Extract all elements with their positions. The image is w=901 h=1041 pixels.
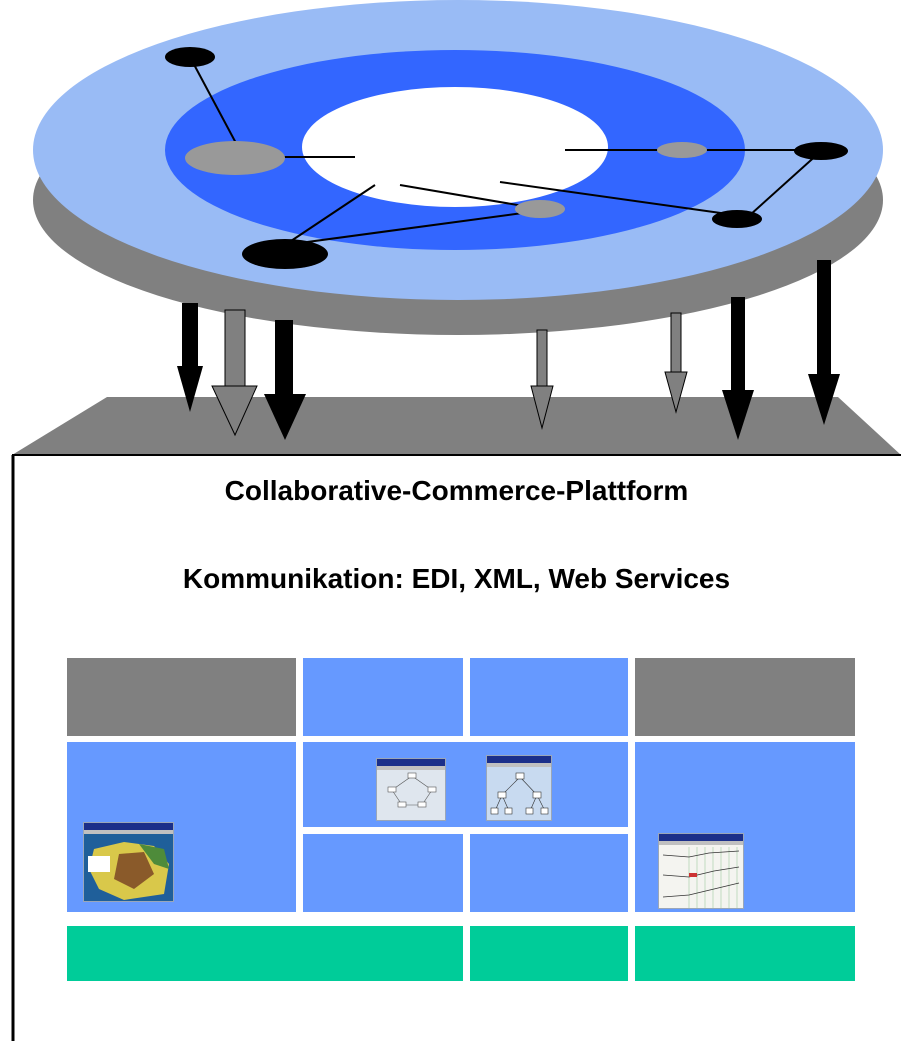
arrow-black-3 xyxy=(264,320,306,440)
arrow-gray-4 xyxy=(530,329,554,430)
block-blue-bottom-mid2 xyxy=(470,834,628,912)
link-bottom-node-up xyxy=(284,184,376,246)
node-black-bottom xyxy=(242,239,328,269)
block-blue-top-mid1 xyxy=(303,658,463,736)
platform-top xyxy=(12,397,901,455)
arrow-black-7 xyxy=(808,260,840,425)
node-gray-center xyxy=(515,200,565,218)
block-green-mid xyxy=(470,926,628,981)
arrows xyxy=(177,260,840,440)
platform-title: Collaborative-Commerce-Plattform xyxy=(224,475,689,506)
node-black-right xyxy=(794,142,848,160)
arrow-gray-2 xyxy=(211,309,258,437)
node-gray-left xyxy=(185,141,285,175)
node-black-topleft xyxy=(165,47,215,67)
arrow-black-1 xyxy=(177,303,203,412)
link-bottom-node-right xyxy=(284,211,531,246)
block-blue-top-mid2 xyxy=(470,658,628,736)
link-topleft-node xyxy=(189,56,238,146)
node-gray-right xyxy=(657,142,707,158)
tree-diagram-screenshot-icon xyxy=(486,755,552,821)
block-blue-bottom-mid1 xyxy=(303,834,463,912)
network-graph-screenshot-icon xyxy=(376,758,446,821)
platform-subtitle: Kommunikation: EDI, XML, Web Services xyxy=(182,563,731,594)
node-black-lower-right xyxy=(712,210,762,228)
block-gray-topright xyxy=(635,658,855,736)
arrow-black-6 xyxy=(722,297,754,440)
ring-center xyxy=(302,87,608,207)
block-gray-topleft xyxy=(67,658,296,736)
block-green-left xyxy=(67,926,463,981)
link-right-blacks xyxy=(749,151,821,216)
europe-map-screenshot-icon xyxy=(83,822,174,902)
arrow-gray-5 xyxy=(664,312,688,414)
gantt-chart-screenshot-icon xyxy=(658,833,744,909)
block-green-right xyxy=(635,926,855,981)
link-center-right xyxy=(499,181,736,216)
block-blue-center-wide xyxy=(303,742,628,827)
link-center-gray xyxy=(399,184,536,209)
